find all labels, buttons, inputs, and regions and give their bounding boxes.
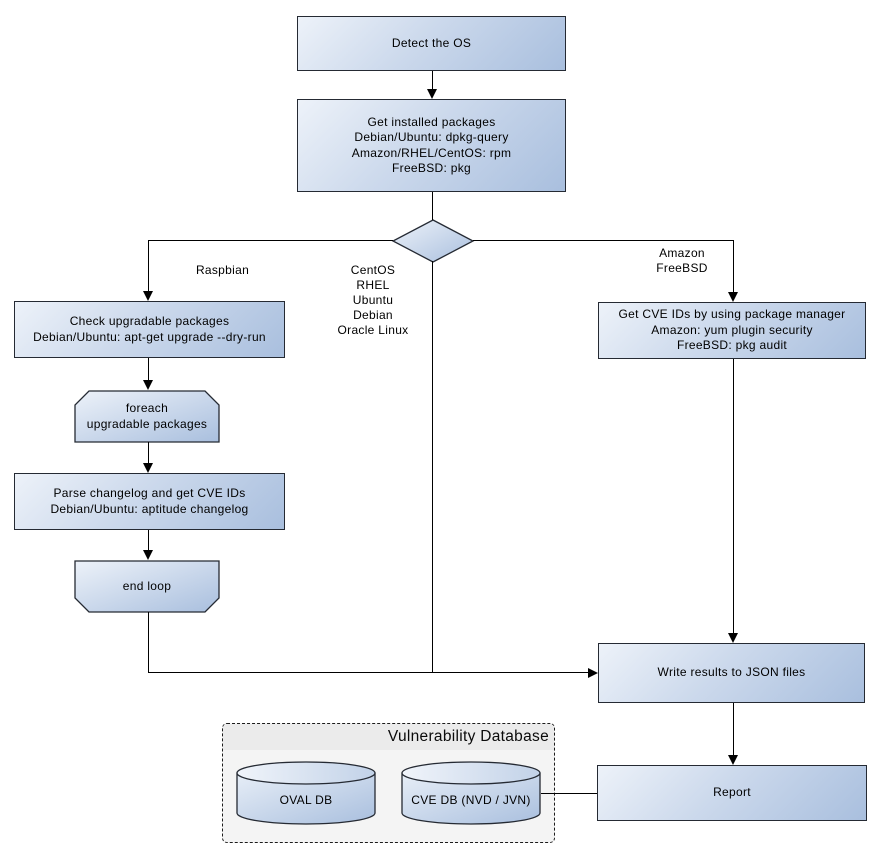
node-report: Report <box>597 765 867 821</box>
node-line: Debian/Ubuntu: dpkg-query <box>354 130 509 144</box>
database-cylinder-shape <box>236 761 376 825</box>
node-label: Detect the OS <box>391 35 472 50</box>
node-line: Amazon: yum plugin security <box>651 322 813 337</box>
node-line: foreach <box>125 401 169 415</box>
node-get-installed-packages: Get installed packages Debian/Ubuntu: dp… <box>297 99 566 192</box>
edge-decision-right <box>473 240 733 241</box>
node-line: Parse changelog and get CVE IDs <box>53 486 246 500</box>
edge-label-line: FreeBSD <box>656 261 708 275</box>
node-line: Amazon/RHEL/CentOS: rpm <box>351 145 512 160</box>
cylinder-label: OVAL DB <box>279 793 333 807</box>
node-foreach-loop-start: foreach upgradable packages <box>74 390 220 443</box>
edge-label-amazon-freebsd: Amazon FreeBSD <box>646 246 718 276</box>
node-os-decision-diamond <box>391 218 475 264</box>
arrowhead-down <box>143 550 153 560</box>
arrowhead-down <box>143 380 153 390</box>
node-end-loop: end loop <box>74 560 220 613</box>
node-cve-db-cylinder: CVE DB (NVD / JVN) <box>401 761 541 825</box>
node-line: FreeBSD: pkg audit <box>676 338 788 353</box>
node-line: Check upgradable packages <box>69 314 230 328</box>
edge-getcve-to-write <box>733 359 734 634</box>
node-label: Report <box>713 785 751 800</box>
node-line: Get installed packages <box>367 114 496 129</box>
edge-label-line: Amazon <box>659 246 705 260</box>
node-label: end loop <box>122 578 172 593</box>
diamond-shape <box>391 219 475 263</box>
node-parse-changelog: Parse changelog and get CVE IDs Debian/U… <box>14 473 285 530</box>
loop-start-shape <box>74 390 220 443</box>
edge-label-line: Ubuntu <box>352 293 394 307</box>
edge-decision-middle-down <box>432 261 433 673</box>
arrowhead-down <box>427 89 437 99</box>
node-line: Debian/Ubuntu: aptitude changelog <box>50 501 249 516</box>
node-line: Get CVE IDs by using package manager <box>618 307 846 322</box>
arrowhead-down <box>143 463 153 473</box>
edge-check-to-foreach <box>148 358 149 381</box>
edge-label-raspbian: Raspbian <box>195 263 250 277</box>
edge-right-down <box>733 240 734 293</box>
edge-label-line: RHEL <box>356 278 390 292</box>
edge-label-line: Oracle Linux <box>337 323 409 337</box>
edge-decision-left <box>148 240 393 241</box>
node-line: Debian/Ubuntu: apt-get upgrade --dry-run <box>33 329 266 344</box>
edge-label-middle-os-list: CentOS RHEL Ubuntu Debian Oracle Linux <box>330 263 416 338</box>
node-line: FreeBSD: pkg <box>392 161 471 175</box>
edge-installed-to-decision <box>432 192 433 220</box>
arrowhead-down <box>728 755 738 765</box>
arrowhead-down <box>728 633 738 643</box>
node-write-results-json: Write results to JSON files <box>598 643 865 703</box>
node-label: Write results to JSON files <box>657 665 806 680</box>
node-line: upgradable packages <box>86 416 208 431</box>
edge-foreach-to-parse <box>148 442 149 464</box>
edge-cvedb-to-report <box>541 793 597 794</box>
edge-detect-to-installed <box>432 71 433 91</box>
edge-parse-to-endloop <box>148 530 149 551</box>
arrowhead-down <box>143 291 153 301</box>
node-get-cve-ids-package-manager: Get CVE IDs by using package manager Ama… <box>598 302 866 359</box>
arrowhead-down <box>728 292 738 302</box>
vulnerability-database-title: Vulnerability Database <box>223 724 554 750</box>
node-detect-os: Detect the OS <box>297 16 566 71</box>
cylinder-label: CVE DB (NVD / JVN) <box>411 793 531 807</box>
database-cylinder-shape <box>401 761 541 825</box>
arrowhead-right <box>588 668 598 678</box>
node-check-upgradable-packages: Check upgradable packages Debian/Ubuntu:… <box>14 301 285 358</box>
edge-write-to-report <box>733 703 734 756</box>
edge-endloop-down <box>148 612 149 673</box>
loop-end-shape <box>74 560 220 613</box>
edge-label-line: Debian <box>353 308 393 322</box>
edge-left-down <box>148 240 149 292</box>
node-oval-db-cylinder: OVAL DB <box>236 761 376 825</box>
edge-merge-to-write <box>148 672 589 673</box>
edge-label-line: CentOS <box>350 263 396 277</box>
